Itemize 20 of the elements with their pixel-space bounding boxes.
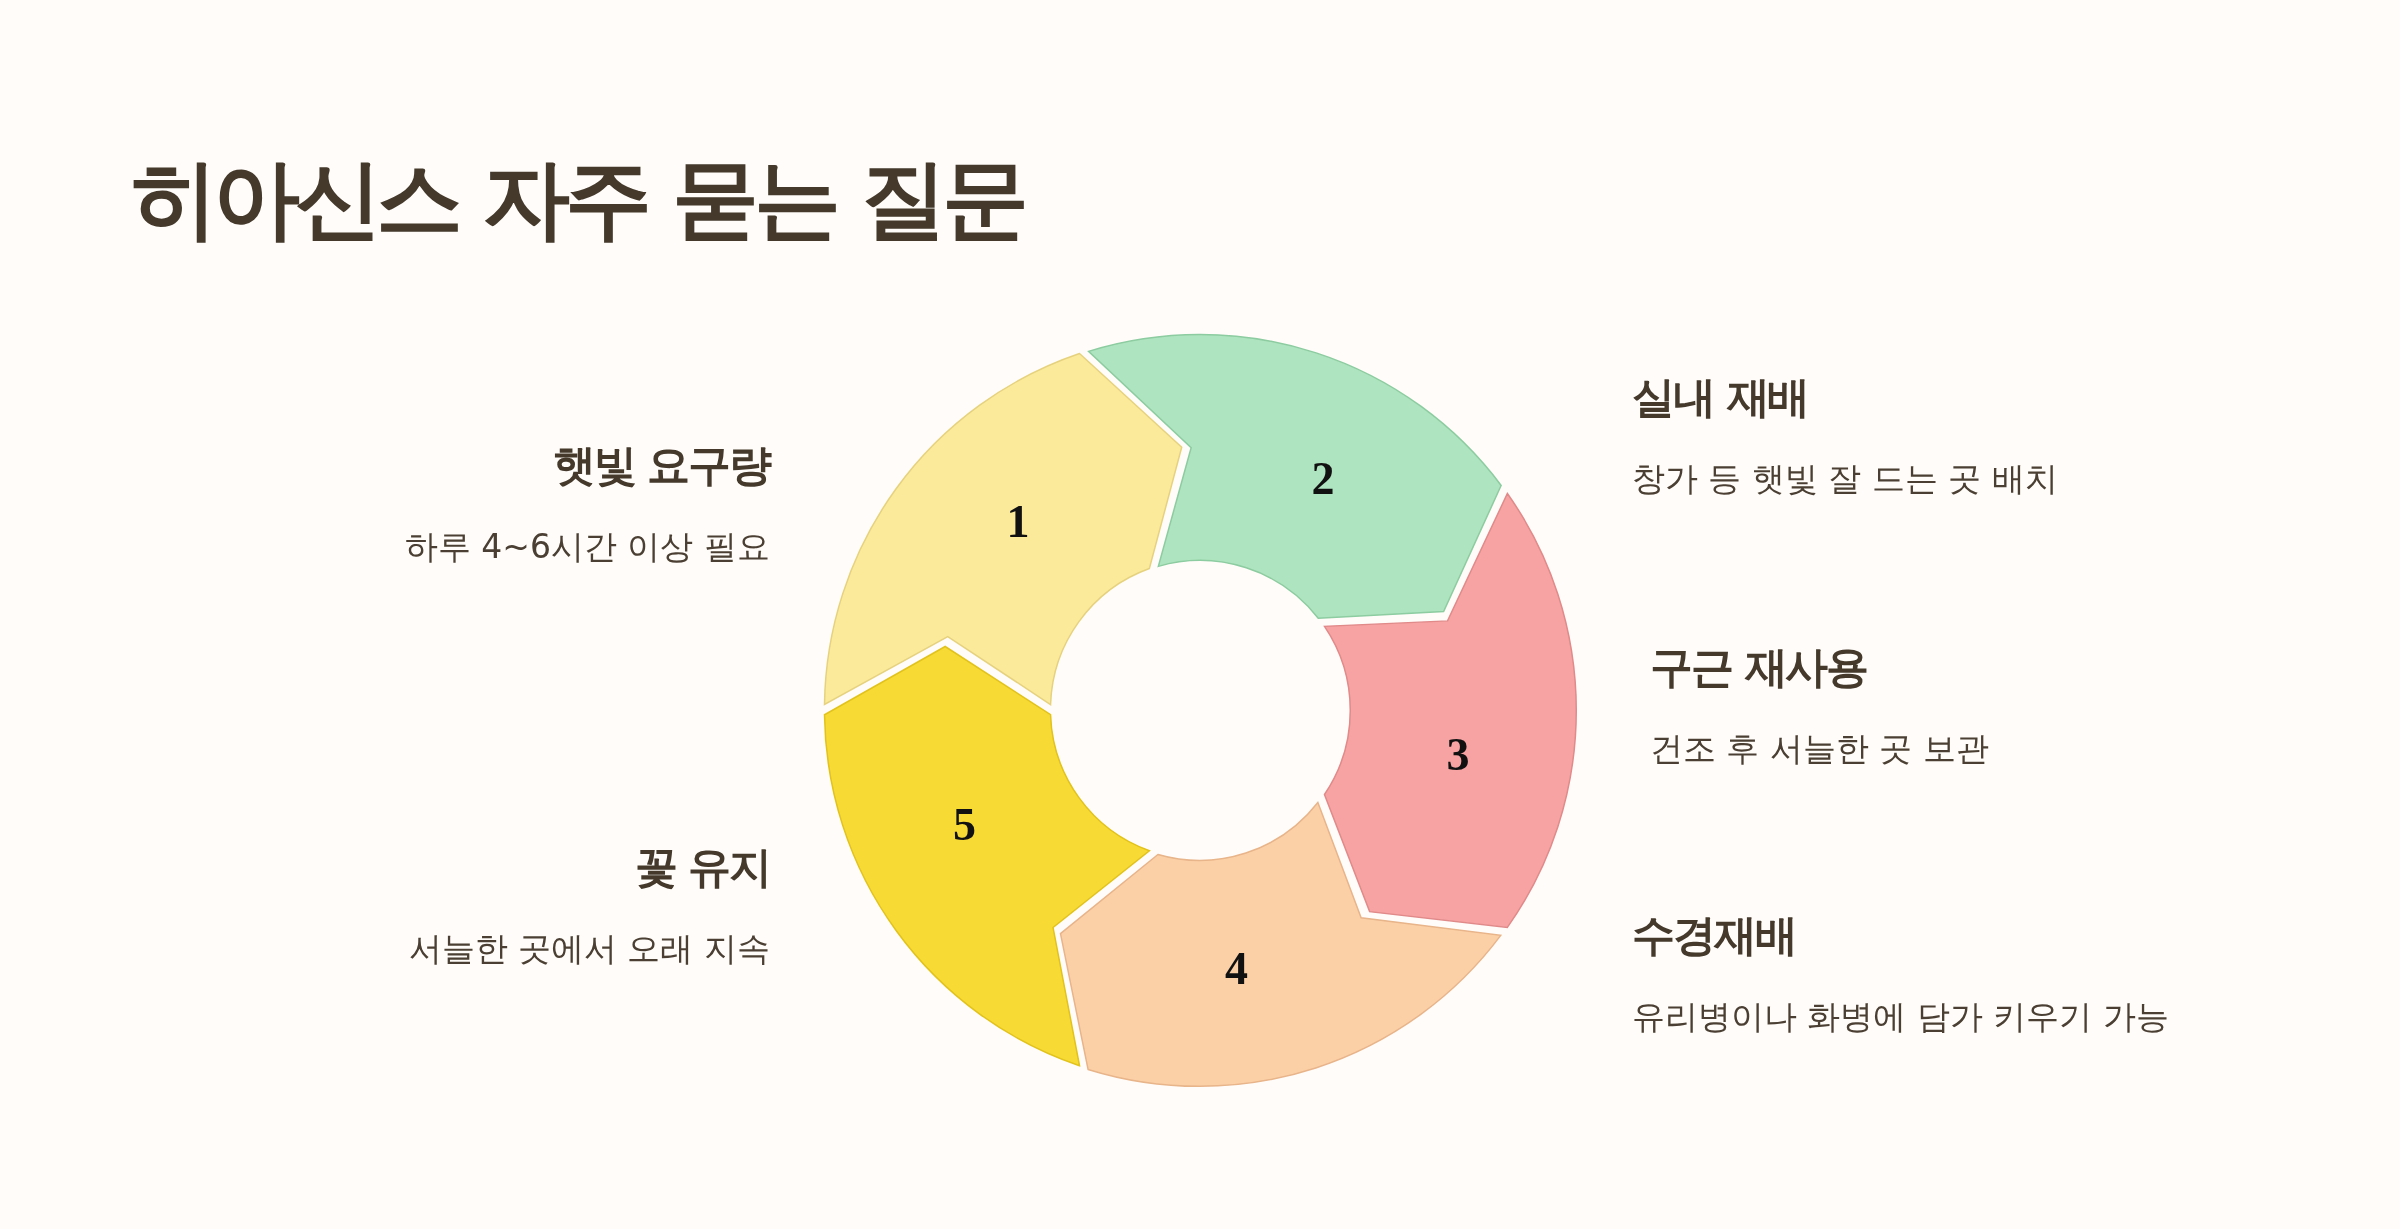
item-description: 서늘한 곳에서 오래 지속 bbox=[408, 929, 770, 969]
chevron-segment bbox=[822, 352, 1183, 707]
chevron-segment bbox=[1059, 800, 1503, 1088]
item-description: 유리병이나 화병에 담가 키우기 가능 bbox=[1632, 997, 2169, 1037]
item-title: 실내 재배 bbox=[1632, 372, 1809, 424]
item-description: 건조 후 서늘한 곳 보관 bbox=[1650, 729, 1989, 769]
step-number: 1 bbox=[1006, 498, 1030, 545]
step-number: 5 bbox=[953, 801, 976, 848]
item-description: 창가 등 햇빛 잘 드는 곳 배치 bbox=[1632, 459, 2058, 499]
chevron-segment bbox=[1087, 332, 1503, 620]
item-title: 햇빛 요구량 bbox=[552, 440, 770, 492]
step-number: 4 bbox=[1224, 946, 1248, 993]
step-number: 2 bbox=[1311, 455, 1335, 502]
item-title: 수경재배 bbox=[1632, 910, 1796, 962]
step-number: 3 bbox=[1446, 732, 1470, 779]
chevron-segment bbox=[822, 645, 1151, 1068]
item-title: 구근 재사용 bbox=[1650, 642, 1868, 694]
item-description: 하루 4~6시간 이상 필요 bbox=[404, 527, 770, 567]
title: 히아신스 자주 묻는 질문 bbox=[131, 147, 1024, 252]
item-title: 꽃 유지 bbox=[634, 842, 770, 894]
